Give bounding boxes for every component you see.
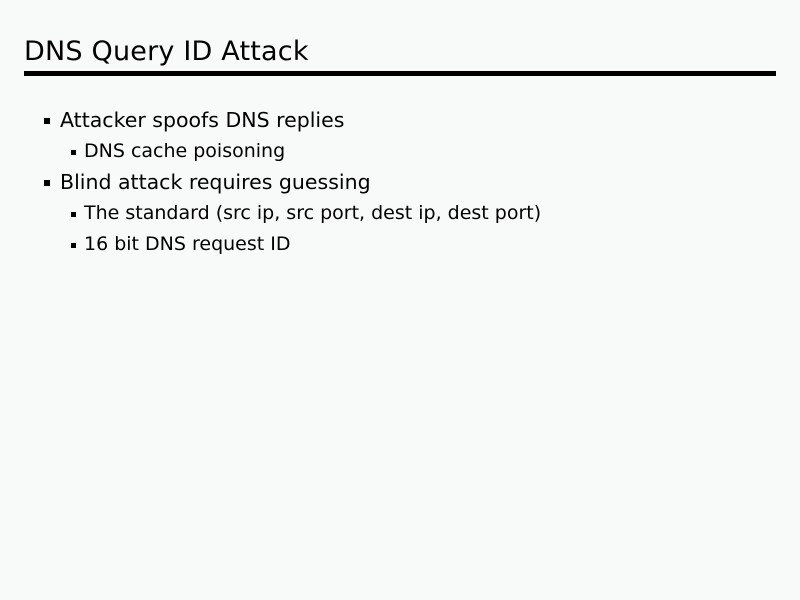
title-divider-rule	[24, 71, 776, 76]
square-bullet-icon	[71, 150, 76, 155]
square-bullet-icon	[71, 243, 76, 248]
list-item: Attacker spoofs DNS replies	[0, 108, 800, 139]
list-item: The standard (src ip, src port, dest ip,…	[0, 201, 800, 232]
list-item-label: 16 bit DNS request ID	[84, 233, 291, 255]
list-item: 16 bit DNS request ID	[0, 232, 800, 263]
page-title: DNS Query ID Attack	[24, 36, 309, 67]
slide-title-block: DNS Query ID Attack	[24, 36, 776, 68]
list-item: Blind attack requires guessing	[0, 170, 800, 201]
square-bullet-icon	[44, 118, 50, 124]
slide-body-bullet-list: Attacker spoofs DNS replies DNS cache po…	[0, 108, 800, 263]
list-item-label: The standard (src ip, src port, dest ip,…	[84, 202, 542, 224]
list-item: DNS cache poisoning	[0, 139, 800, 170]
list-item-label: Blind attack requires guessing	[60, 170, 371, 194]
square-bullet-icon	[44, 180, 50, 186]
square-bullet-icon	[71, 212, 76, 217]
list-item-label: DNS cache poisoning	[84, 140, 286, 162]
list-item-label: Attacker spoofs DNS replies	[60, 108, 345, 132]
